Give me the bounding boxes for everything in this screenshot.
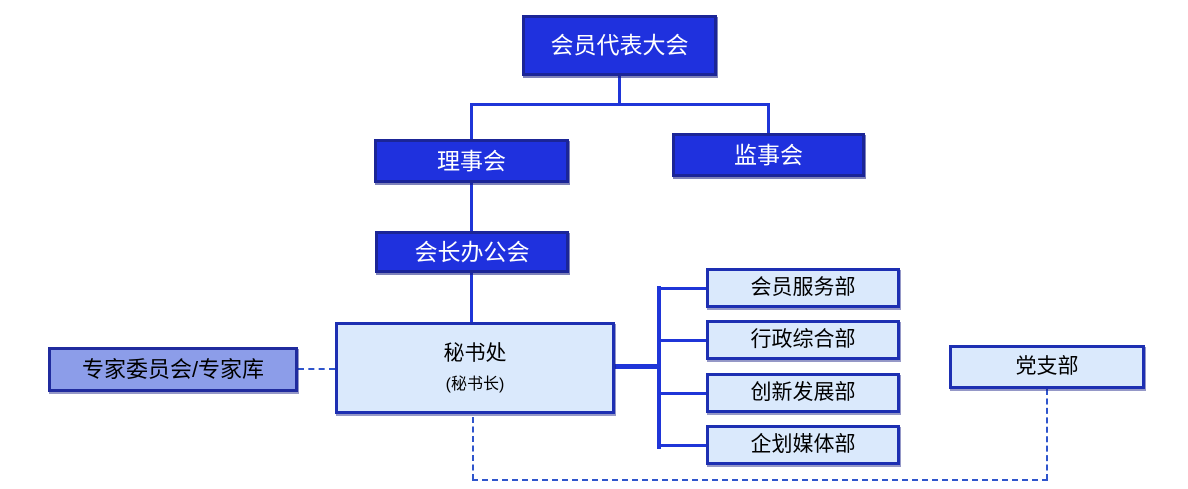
node-dept-admin-general-label: 行政综合部 [750, 327, 856, 351]
node-dept-admin-general: 行政综合部 [706, 320, 900, 360]
node-council-label: 理事会 [437, 147, 506, 174]
node-party-branch-label: 党支部 [1015, 354, 1079, 378]
node-secretariat: 秘书处 (秘书长) [335, 322, 615, 414]
node-president-office-label: 会长办公会 [414, 238, 530, 265]
node-dept-innovation-development-label: 创新发展部 [750, 380, 856, 404]
dashed-connector-party-branch-down [1046, 389, 1048, 480]
connector-branch-innovation [661, 392, 706, 395]
node-expert-committee: 专家委员会/专家库 [48, 347, 298, 392]
node-general-assembly-label: 会员代表大会 [550, 32, 689, 59]
dashed-connector-secretariat-down [472, 417, 474, 480]
node-dept-planning-media-label: 企划媒体部 [750, 432, 856, 456]
connector-council-to-office [470, 183, 473, 233]
node-dept-innovation-development: 创新发展部 [706, 373, 900, 413]
node-general-assembly: 会员代表大会 [522, 15, 717, 76]
connector-branch-member-service [661, 287, 706, 290]
connector-branch-admin [661, 339, 706, 342]
dashed-connector-expert-to-secretariat [298, 368, 335, 370]
node-supervisory-board-label: 监事会 [734, 141, 803, 168]
node-secretariat-label: 秘书处 [443, 341, 507, 365]
connector-department-trunk [657, 286, 661, 449]
connector-secretariat-to-trunk [615, 364, 661, 369]
dashed-connector-bottom-horizontal [472, 479, 1048, 481]
node-party-branch: 党支部 [949, 345, 1145, 389]
node-expert-committee-label: 专家委员会/专家库 [81, 356, 265, 382]
connector-assembly-horizontal [470, 103, 770, 106]
connector-to-supervisory-board [767, 103, 770, 135]
node-council: 理事会 [374, 139, 569, 183]
node-supervisory-board: 监事会 [672, 133, 865, 177]
connector-office-to-secretariat [470, 272, 473, 324]
node-president-office: 会长办公会 [375, 231, 569, 273]
node-dept-member-service: 会员服务部 [706, 268, 900, 308]
connector-to-council [470, 103, 473, 141]
node-dept-member-service-label: 会员服务部 [750, 275, 856, 299]
connector-assembly-down [618, 76, 621, 105]
node-dept-planning-media: 企划媒体部 [706, 425, 900, 465]
node-secretariat-sublabel: (秘书长) [445, 375, 505, 393]
connector-branch-planning [661, 444, 706, 447]
